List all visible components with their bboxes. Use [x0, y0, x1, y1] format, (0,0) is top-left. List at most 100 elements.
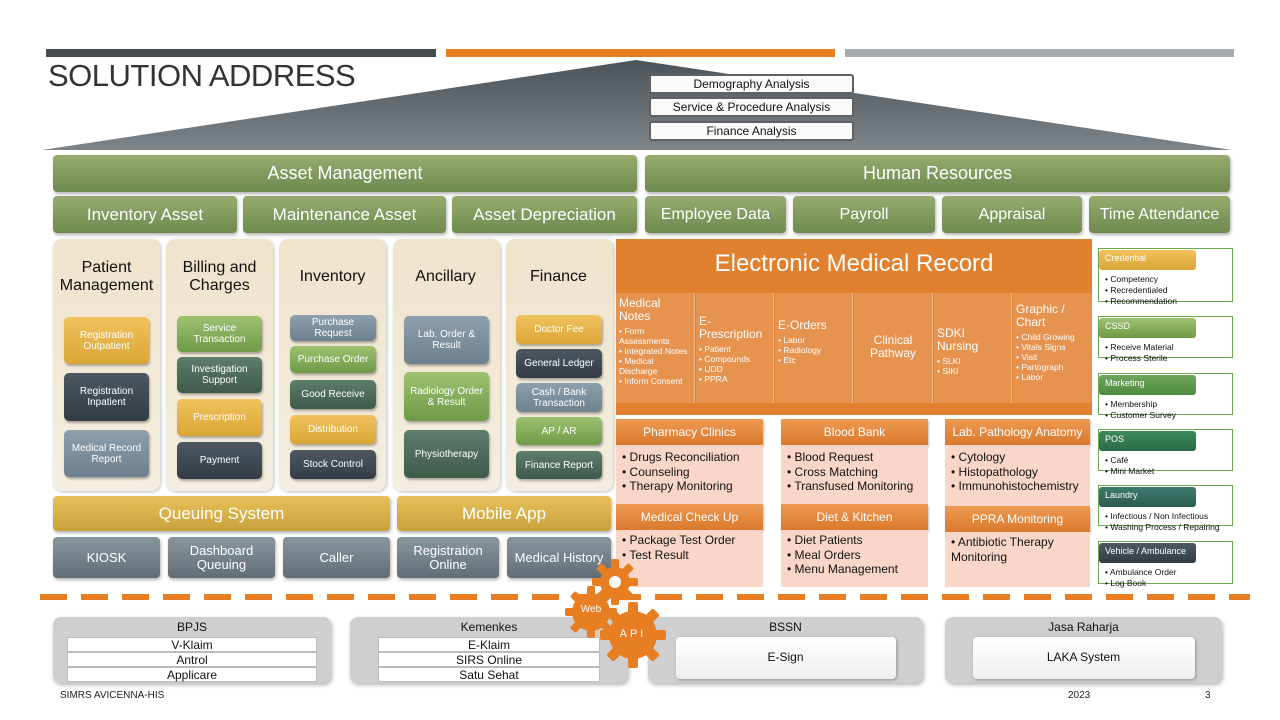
general-ledger-button[interactable]: General Ledger — [516, 349, 602, 378]
radiology-order-result-button[interactable]: Radiology Order & Result — [404, 372, 489, 421]
diet-kitchen-block[interactable]: Diet & Kitchen Diet PatientsMeal OrdersM… — [781, 504, 928, 587]
physiotherapy-button[interactable]: Physiotherapy — [404, 430, 489, 478]
purchase-request-button[interactable]: Purchase Request — [290, 315, 376, 341]
finance-report-button[interactable]: Finance Report — [516, 451, 602, 479]
doctor-fee-button[interactable]: Doctor Fee — [516, 315, 602, 344]
satu-sehat-item[interactable]: Satu Sehat — [378, 667, 600, 682]
side-item: Membership — [1105, 399, 1226, 410]
kiosk-button[interactable]: KIOSK — [53, 537, 160, 578]
side-item: Process Sterile — [1105, 353, 1226, 364]
medical-record-report-button[interactable]: Medical Record Report — [64, 430, 149, 477]
billing-charges-title: Billing and Charges — [182, 259, 257, 294]
e-klaim-item[interactable]: E-Klaim — [378, 637, 600, 652]
v-klaim-item[interactable]: V-Klaim — [67, 637, 317, 652]
registration-inpatient-button[interactable]: Registration Inpatient — [64, 373, 149, 421]
asset-management-header[interactable]: Asset Management — [53, 155, 637, 192]
service-item: Menu Management — [787, 562, 922, 577]
cssd-panel[interactable]: CSSD Receive MaterialProcess Sterile — [1098, 316, 1233, 363]
emr-item: Child Growing — [1016, 332, 1089, 342]
dashboard-queuing-button[interactable]: Dashboard Queuing — [168, 537, 275, 578]
blood-bank-block[interactable]: Blood Bank Blood RequestCross MatchingTr… — [781, 419, 928, 507]
analysis-service-procedure[interactable]: Service & Procedure Analysis — [649, 97, 854, 117]
e-sign-item[interactable]: E-Sign — [675, 637, 896, 679]
asset-depreciation-button[interactable]: Asset Depreciation — [452, 196, 637, 233]
service-item: Blood Request — [787, 450, 922, 465]
emr-item: Vitals Signs — [1016, 342, 1089, 352]
credential-panel[interactable]: Credential CompetencyRecredentialedRecom… — [1098, 248, 1233, 306]
diet-kitchen-title: Diet & Kitchen — [781, 504, 928, 530]
medical-check-up-title: Medical Check Up — [616, 504, 763, 530]
emr-item: UDD — [699, 364, 770, 374]
good-receive-button[interactable]: Good Receive — [290, 380, 376, 409]
sdki-nursing-title: SDKI Nursing — [937, 326, 979, 353]
emr-item: Integrated Notes — [619, 346, 691, 356]
bssn-panel[interactable]: BSSN E-Sign — [648, 617, 923, 683]
maintenance-asset-button[interactable]: Maintenance Asset — [243, 196, 446, 233]
investigation-support-button[interactable]: Investigation Support — [177, 357, 262, 393]
employee-data-button[interactable]: Employee Data — [645, 196, 786, 233]
cash-bank-transaction-button[interactable]: Cash / Bank Transaction — [516, 383, 602, 412]
graphic-chart-title: Graphic / Chart — [1016, 302, 1065, 329]
medical-history-button[interactable]: Medical History — [507, 537, 611, 578]
jasa-raharja-panel[interactable]: Jasa Raharja LAKA System — [945, 617, 1222, 683]
roof-triangle — [42, 60, 1232, 150]
service-transaction-button[interactable]: Service Transaction — [177, 316, 262, 352]
time-attendance-button[interactable]: Time Attendance — [1089, 196, 1230, 233]
emr-e-orders[interactable]: E-Orders Labor Radiology Etc — [775, 293, 853, 403]
sirs-online-item[interactable]: SIRS Online — [378, 652, 600, 667]
payroll-button[interactable]: Payroll — [793, 196, 935, 233]
distribution-button[interactable]: Distribution — [290, 415, 376, 444]
laundry-panel[interactable]: Laundry Infectious / Non InfectiousWashi… — [1098, 485, 1233, 532]
emr-clinical-pathway[interactable]: Clinical Pathway — [854, 293, 933, 403]
side-item: Café — [1105, 455, 1226, 466]
payment-button[interactable]: Payment — [177, 442, 262, 479]
pos-title: POS — [1099, 431, 1196, 451]
analysis-finance[interactable]: Finance Analysis — [649, 121, 854, 141]
emr-title: Electronic Medical Record — [714, 250, 994, 277]
vehicle-ambulance-panel[interactable]: Vehicle / Ambulance Ambulance OrderLog B… — [1098, 541, 1233, 588]
ap-ar-button[interactable]: AP / AR — [516, 417, 602, 445]
side-item: Recommendation — [1105, 296, 1226, 307]
emr-item: Medical Discharge — [619, 356, 691, 376]
caller-button[interactable]: Caller — [283, 537, 390, 578]
medical-check-up-block[interactable]: Medical Check Up Package Test OrderTest … — [616, 504, 763, 587]
emr-e-prescription[interactable]: E-Prescription Patient Compounds UDD PPR… — [696, 293, 774, 403]
marketing-panel[interactable]: Marketing MembershipCustomer Survey — [1098, 373, 1233, 420]
emr-item: Inform Consent — [619, 376, 691, 386]
lab-order-result-button[interactable]: Lab. Order & Result — [404, 316, 489, 364]
emr-graphic-chart[interactable]: Graphic / Chart Child Growing Vitals Sig… — [1013, 293, 1092, 403]
ppra-monitoring-block[interactable]: PPRA Monitoring Antibiotic Therapy Monit… — [945, 506, 1090, 587]
applicare-item[interactable]: Applicare — [67, 667, 317, 682]
queuing-system-header[interactable]: Queuing System — [53, 496, 390, 531]
purchase-order-button[interactable]: Purchase Order — [290, 346, 376, 373]
page-title: SOLUTION ADDRESS — [48, 58, 356, 93]
antrol-item[interactable]: Antrol — [67, 652, 317, 667]
emr-medical-notes[interactable]: Medical Notes Form Assessments Integrate… — [616, 293, 695, 403]
side-item: Log Book — [1105, 578, 1226, 589]
inventory-title: Inventory — [299, 268, 366, 285]
analysis-demography[interactable]: Demography Analysis — [649, 74, 854, 94]
service-item: Meal Orders — [787, 548, 922, 563]
patient-management-title: Patient Management — [59, 259, 154, 294]
side-item: Mini Market — [1105, 466, 1226, 477]
lab-pathology-anatomy-block[interactable]: Lab. Pathology Anatomy CytologyHistopath… — [945, 419, 1090, 507]
prescription-button[interactable]: Prescription — [177, 399, 262, 436]
appraisal-button[interactable]: Appraisal — [942, 196, 1082, 233]
human-resources-header[interactable]: Human Resources — [645, 155, 1230, 192]
inventory-asset-button[interactable]: Inventory Asset — [53, 196, 237, 233]
bssn-title: BSSN — [769, 620, 802, 634]
stock-control-button[interactable]: Stock Control — [290, 450, 376, 479]
emr-sdki-nursing[interactable]: SDKI Nursing SLKI SIKI — [934, 293, 1012, 403]
laka-system-item[interactable]: LAKA System — [972, 637, 1195, 679]
pharmacy-clinics-block[interactable]: Pharmacy Clinics Drugs ReconciliationCou… — [616, 419, 763, 507]
registration-online-button[interactable]: Registration Online — [397, 537, 499, 578]
pos-panel[interactable]: POS CaféMini Market — [1098, 429, 1233, 476]
registration-outpatient-button[interactable]: Registration Outpatient — [64, 317, 149, 364]
api-gear-icon — [600, 602, 666, 668]
emr-item: SIKI — [937, 366, 1008, 376]
mobile-app-header[interactable]: Mobile App — [397, 496, 611, 531]
ppra-monitoring-title: PPRA Monitoring — [945, 506, 1090, 532]
emr-item: Labor — [778, 335, 849, 345]
marketing-title: Marketing — [1099, 375, 1196, 395]
bpjs-panel[interactable]: BPJS V-Klaim Antrol Applicare — [53, 617, 331, 683]
